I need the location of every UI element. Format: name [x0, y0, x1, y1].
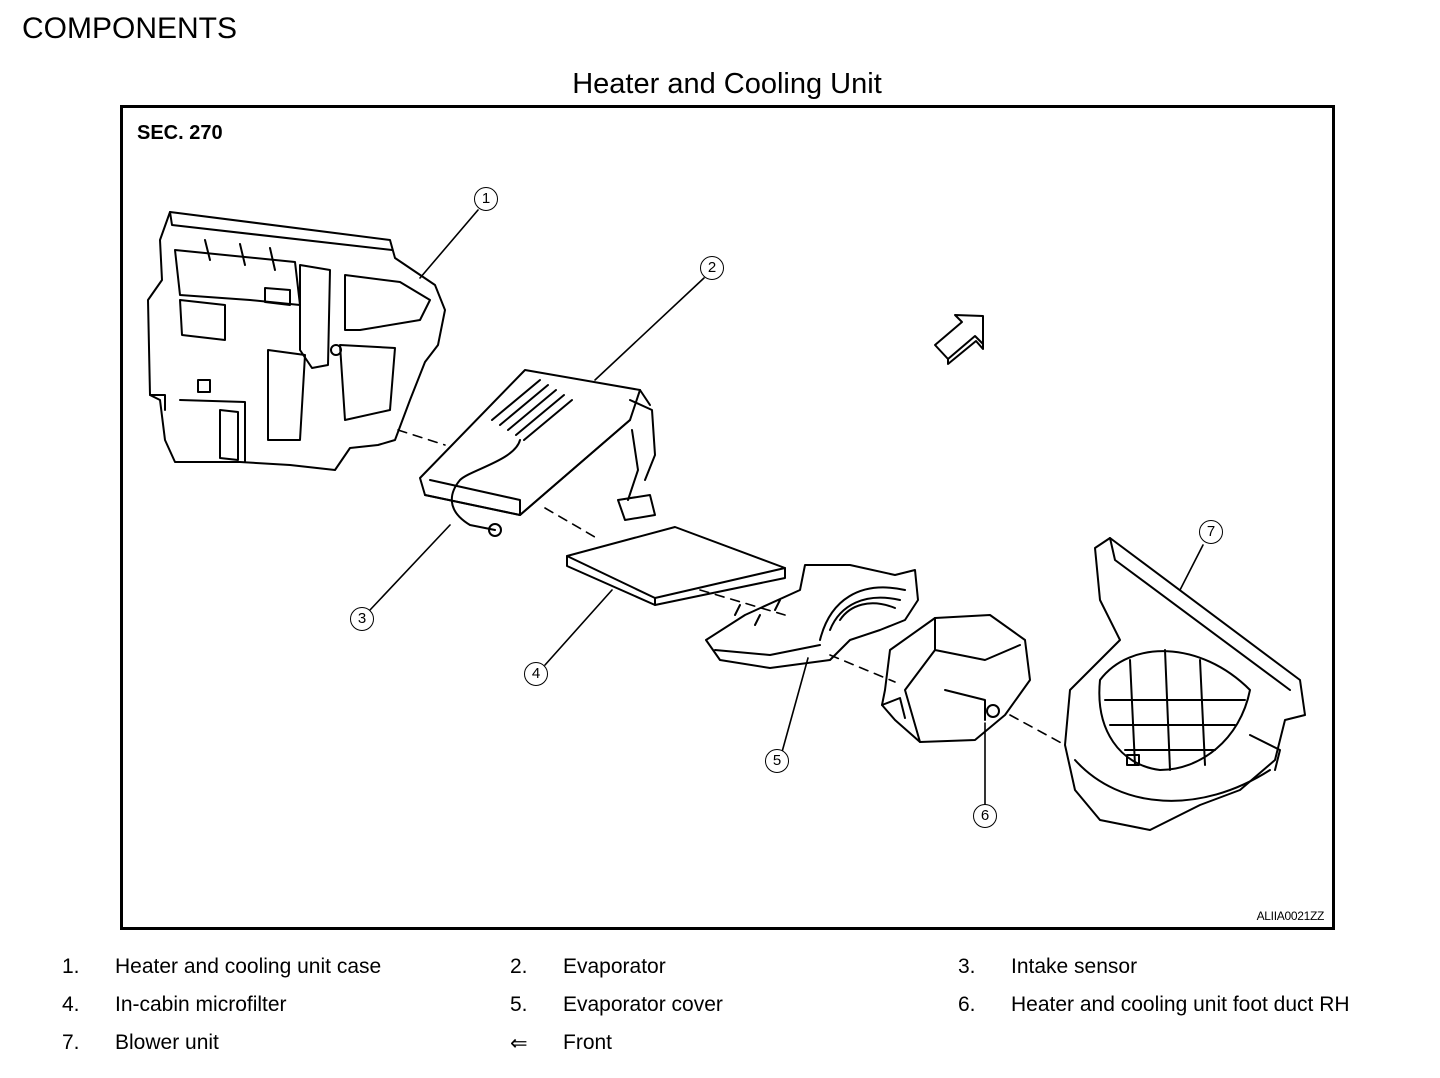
legend-text: Evaporator: [563, 955, 666, 978]
front-direction-arrow-icon: [934, 314, 984, 365]
callout-2: 2: [700, 256, 724, 280]
foot-duct-rh-part: [881, 614, 1031, 743]
legend-text: Intake sensor: [1011, 955, 1138, 978]
callout-number: 2: [707, 259, 717, 276]
callout-5: 5: [765, 749, 789, 773]
legend-number: 7.: [62, 1031, 80, 1054]
callout-number: 6: [980, 807, 990, 824]
figure-code: ALIIA0021ZZ: [1256, 909, 1325, 923]
blower-unit-part: [1064, 537, 1306, 831]
figure-title: Heater and Cooling Unit: [572, 68, 882, 100]
legend-number: 3.: [958, 955, 976, 978]
in-cabin-microfilter-part: [566, 526, 786, 606]
callout-number: 1: [481, 190, 491, 207]
callout-leaders: [369, 209, 1204, 809]
callout-number: 5: [772, 752, 782, 769]
legend-number: 4.: [62, 993, 80, 1016]
callout-number: 3: [357, 610, 367, 627]
legend-text: Front: [563, 1031, 613, 1054]
diagram-frame: SEC. 270 ALIIA0021ZZ: [120, 105, 1335, 930]
legend-front-arrow-icon: ⇐: [510, 1032, 528, 1055]
legend-number: 6.: [958, 993, 976, 1016]
callout-4: 4: [524, 662, 548, 686]
callout-3: 3: [350, 607, 374, 631]
callout-7: 7: [1199, 520, 1223, 544]
legend-text: In-cabin microfilter: [115, 993, 287, 1016]
callout-6: 6: [973, 804, 997, 828]
page-heading: COMPONENTS: [22, 12, 238, 45]
legend-text: Heater and cooling unit foot duct RH: [1011, 993, 1350, 1016]
evaporator-part: [419, 369, 656, 537]
legend-number: 1.: [62, 955, 80, 978]
legend-number: 2.: [510, 955, 528, 978]
section-label: SEC. 270: [137, 122, 223, 144]
evaporator-cover-part: [705, 564, 919, 669]
heater-cooling-unit-case-part: [147, 211, 446, 471]
legend-text: Heater and cooling unit case: [115, 955, 382, 978]
callout-number: 7: [1206, 523, 1216, 540]
callout-1: 1: [474, 187, 498, 211]
legend-text: Evaporator cover: [563, 993, 723, 1016]
legend-number: 5.: [510, 993, 528, 1016]
callout-number: 4: [531, 665, 541, 682]
legend-text: Blower unit: [115, 1031, 219, 1054]
assembly-dash-lines: [397, 429, 1066, 746]
